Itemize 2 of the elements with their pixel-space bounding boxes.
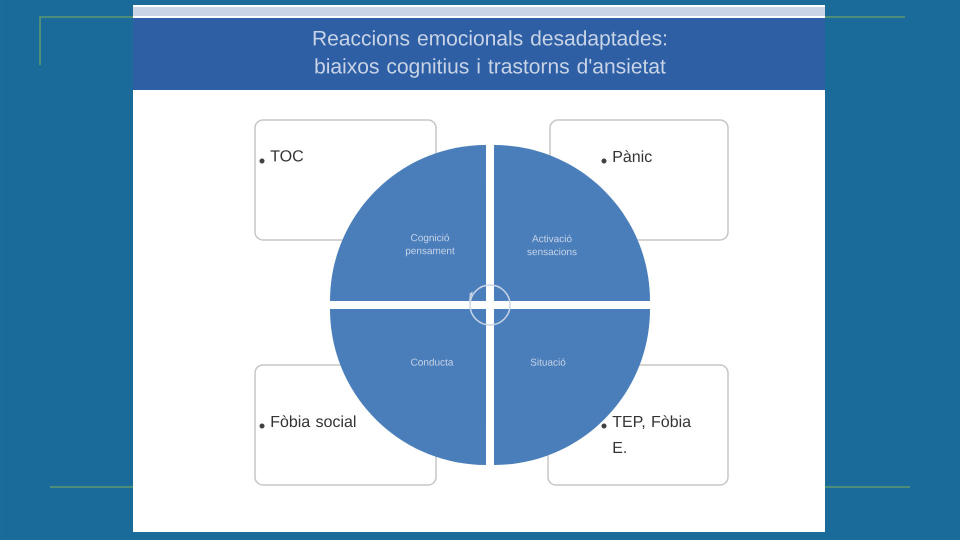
quadrant-segment: Cognició pensament: [330, 144, 486, 301]
title-band: Reaccions emocionals desadaptades: biaixos cognitius i trastorns d'ansietat: [133, 7, 825, 90]
